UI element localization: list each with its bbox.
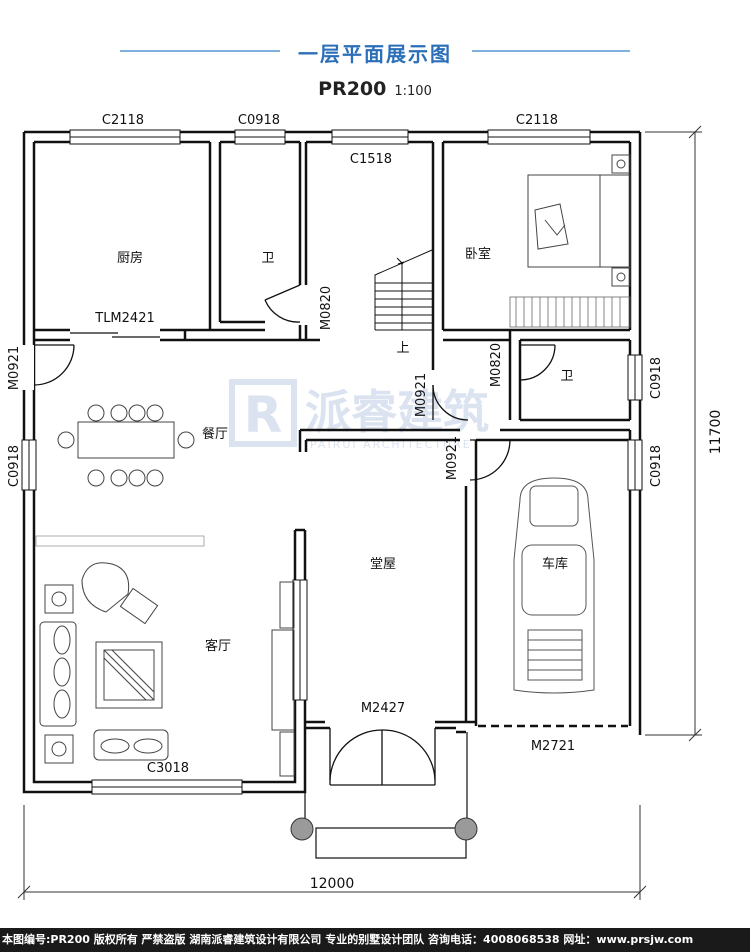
label-window-bath: C0918 bbox=[238, 113, 280, 128]
room-labels: 厨房 卫 卧室 卫 餐厅 客厅 堂屋 车库 上 bbox=[117, 246, 574, 654]
footer-banner: 本图编号:PR200 版权所有 严禁盗版 湖南派睿建筑设计有限公司 专业的别墅设… bbox=[0, 928, 750, 952]
label-window-living: C3018 bbox=[147, 761, 189, 776]
label-door-garage: M2721 bbox=[531, 739, 575, 754]
label-bedroom: 卧室 bbox=[465, 246, 491, 262]
wardrobe bbox=[509, 296, 631, 328]
label-living: 客厅 bbox=[205, 638, 231, 654]
label-dining: 餐厅 bbox=[202, 426, 228, 442]
watermark-logo-box bbox=[229, 379, 297, 447]
label-window-bedroom: C2118 bbox=[516, 113, 558, 128]
label-door-bath-right: M0820 bbox=[489, 343, 504, 387]
title-rule-right bbox=[472, 50, 630, 52]
label-garage: 车库 bbox=[542, 556, 568, 572]
windows bbox=[21, 129, 643, 795]
living-furniture bbox=[39, 562, 295, 777]
label-window-garage: C0918 bbox=[649, 445, 664, 487]
label-door-stair: M0921 bbox=[414, 373, 429, 417]
title-rule-left bbox=[120, 50, 280, 52]
cabinet bbox=[35, 535, 205, 547]
pillar-right bbox=[454, 817, 478, 841]
staircase bbox=[374, 249, 433, 331]
label-dim-width: 12000 bbox=[310, 876, 355, 892]
page-title: 一层平面展示图 bbox=[298, 42, 452, 66]
label-window-stair: C1518 bbox=[350, 152, 392, 167]
label-dim-depth: 11700 bbox=[708, 410, 724, 455]
label-door-main: M2427 bbox=[361, 701, 405, 716]
label-window-bath-right: C0918 bbox=[649, 357, 664, 399]
label-bath-top: 卫 bbox=[261, 251, 274, 266]
label-window-dining: C0918 bbox=[7, 445, 22, 487]
label-kitchen: 厨房 bbox=[117, 250, 143, 266]
floor-plan: R 派睿建筑 PAIRUI ARCHITECTURE bbox=[7, 113, 724, 900]
label-hall: 堂屋 bbox=[370, 557, 396, 572]
plan-subtitle: PR200 1:100 bbox=[0, 78, 750, 100]
dimension-lines bbox=[17, 125, 702, 900]
watermark-logo-letter: R bbox=[244, 386, 283, 444]
label-stairs-up: 上 bbox=[396, 341, 409, 356]
label-sliding-door: TLM2421 bbox=[94, 311, 154, 326]
label-window-kitchen: C2118 bbox=[102, 113, 144, 128]
entrance bbox=[290, 732, 478, 859]
plan-scale: 1:100 bbox=[394, 84, 432, 99]
dining-table bbox=[57, 404, 195, 487]
car bbox=[513, 477, 595, 694]
label-bath-right: 卫 bbox=[560, 369, 573, 384]
label-door-garage-inner: M0921 bbox=[445, 436, 460, 480]
opening-labels: C2118 C0918 C1518 C2118 TLM2421 C3018 M2… bbox=[7, 113, 664, 776]
pillar-left bbox=[290, 817, 314, 841]
bed bbox=[527, 154, 631, 287]
label-door-bath-top: M0820 bbox=[319, 286, 334, 330]
plan-code: PR200 bbox=[318, 78, 387, 100]
label-door-side: M0921 bbox=[7, 346, 22, 390]
doors bbox=[20, 284, 556, 786]
